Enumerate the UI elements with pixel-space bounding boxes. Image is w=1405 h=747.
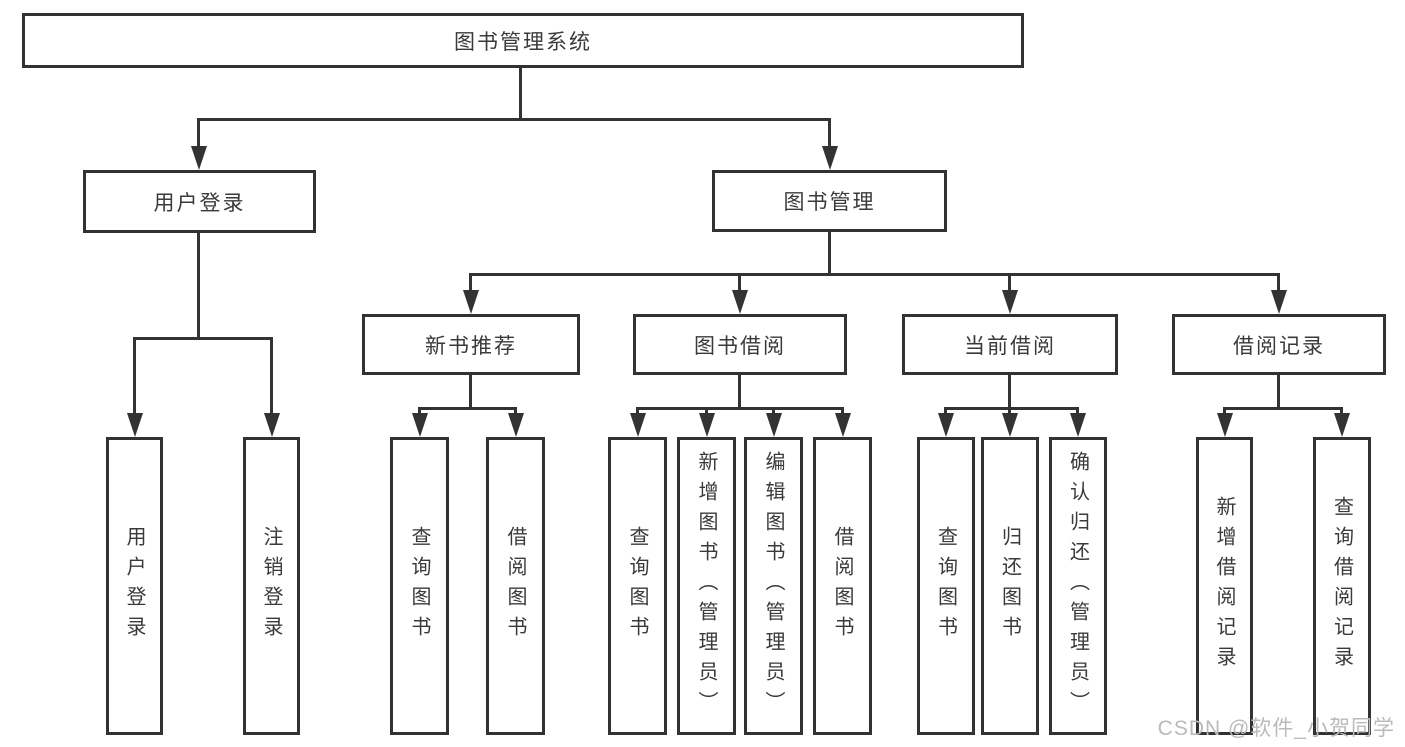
arrow-to-nb-borrow — [514, 407, 517, 415]
arrow-to-rec-query — [1340, 407, 1343, 415]
connector-book-borrow-stub — [738, 373, 741, 409]
leaf-bb-query-books: 查询图书 — [608, 437, 667, 735]
node-book-mgmt-label: 图书管理 — [783, 191, 876, 214]
arrow-to-bb-query — [636, 407, 639, 415]
connector-level2-rail — [470, 273, 1280, 276]
leaf-rec-query-record: 查询借阅记录 — [1313, 437, 1371, 735]
leaf-nb-borrow-books: 借阅图书 — [486, 437, 545, 735]
connector-book-mgmt-stub — [828, 230, 831, 275]
connector-current-borrow-rail — [944, 407, 1078, 410]
connector-user-login-stub — [197, 231, 200, 338]
leaf-user-login: 用户登录 — [106, 437, 163, 735]
leaf-logout-label: 注销登录 — [260, 526, 282, 646]
leaf-cb-return-books: 归还图书 — [981, 437, 1039, 735]
leaf-cb-query-books-label: 查询图书 — [934, 526, 957, 646]
leaf-user-login-label: 用户登录 — [123, 526, 145, 646]
leaf-cb-confirm-return-admin-label: 确认归还（管理员） — [1066, 451, 1089, 721]
arrow-to-current-borrow — [1008, 273, 1011, 292]
arrow-to-bb-edit — [772, 407, 775, 415]
leaf-bb-add-books-admin-label: 新增图书（管理员） — [695, 451, 717, 721]
leaf-nb-query-books-label: 查询图书 — [408, 526, 430, 646]
leaf-cb-query-books: 查询图书 — [917, 437, 975, 735]
node-current-borrow: 当前借阅 — [902, 314, 1118, 375]
leaf-bb-query-books-label: 查询图书 — [626, 526, 648, 646]
node-new-books-label: 新书推荐 — [425, 334, 517, 358]
node-current-borrow-label: 当前借阅 — [964, 334, 1056, 358]
connector-borrow-records-rail — [1223, 407, 1342, 410]
arrow-to-cb-query — [944, 407, 947, 415]
arrow-to-new-books — [469, 273, 472, 292]
arrow-to-borrow-records — [1277, 273, 1280, 292]
node-borrow-records-label: 借阅记录 — [1233, 334, 1325, 358]
connector-new-books-stub — [469, 373, 472, 409]
connector-book-borrow-rail — [636, 407, 843, 410]
arrow-to-leaf-user-login — [133, 337, 136, 415]
arrow-to-user-login — [197, 118, 200, 148]
leaf-cb-confirm-return-admin: 确认归还（管理员） — [1049, 437, 1107, 735]
arrow-to-book-mgmt — [828, 118, 831, 148]
leaf-rec-add-record-label: 新增借阅记录 — [1213, 496, 1235, 676]
arrow-to-bb-add — [705, 407, 708, 415]
leaf-rec-add-record: 新增借阅记录 — [1196, 437, 1253, 735]
connector-current-borrow-stub — [1008, 373, 1011, 409]
arrow-to-cb-confirm — [1076, 407, 1079, 415]
arrow-to-cb-return — [1008, 407, 1011, 415]
leaf-bb-borrow-books: 借阅图书 — [813, 437, 872, 735]
node-library-system: 图书管理系统 — [22, 13, 1024, 68]
node-user-login-label: 用户登录 — [153, 191, 246, 215]
leaf-cb-return-books-label: 归还图书 — [998, 526, 1021, 646]
node-book-borrow-label: 图书借阅 — [694, 334, 786, 358]
leaf-bb-edit-books-admin: 编辑图书（管理员） — [744, 437, 803, 735]
leaf-nb-query-books: 查询图书 — [390, 437, 449, 735]
node-book-mgmt: 图书管理 — [712, 170, 947, 232]
csdn-watermark: CSDN @软件_小贺同学 — [1157, 717, 1395, 740]
arrow-to-nb-query — [418, 407, 421, 415]
arrow-to-rec-add — [1223, 407, 1226, 415]
node-book-borrow: 图书借阅 — [633, 314, 847, 375]
connector-borrow-records-stub — [1277, 373, 1280, 409]
connector-root-stub — [519, 66, 522, 119]
leaf-bb-add-books-admin: 新增图书（管理员） — [677, 437, 736, 735]
connector-level1-rail — [197, 118, 831, 121]
node-user-login: 用户登录 — [83, 170, 316, 233]
arrow-to-book-borrow — [738, 273, 741, 292]
leaf-rec-query-record-label: 查询借阅记录 — [1330, 496, 1353, 676]
leaf-bb-edit-books-admin-label: 编辑图书（管理员） — [762, 451, 784, 721]
connector-new-books-rail — [418, 407, 516, 410]
arrow-to-leaf-logout — [270, 337, 273, 415]
node-new-books: 新书推荐 — [362, 314, 580, 375]
leaf-nb-borrow-books-label: 借阅图书 — [504, 526, 526, 646]
connector-user-login-rail — [133, 337, 272, 340]
leaf-logout: 注销登录 — [243, 437, 300, 735]
node-library-system-label: 图书管理系统 — [454, 30, 592, 54]
node-borrow-records: 借阅记录 — [1172, 314, 1386, 375]
arrow-to-bb-borrow — [841, 407, 844, 415]
leaf-bb-borrow-books-label: 借阅图书 — [831, 526, 853, 646]
